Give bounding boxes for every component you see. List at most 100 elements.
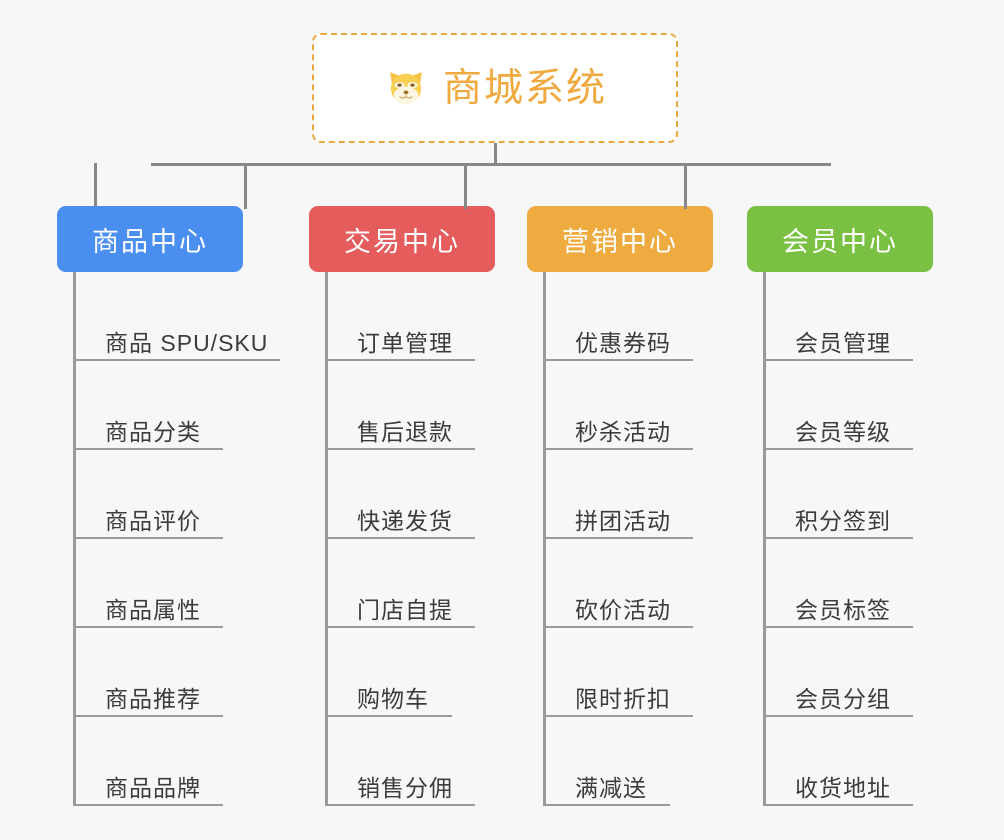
branch-spine	[325, 272, 328, 806]
leaf-item-label: 会员标签	[795, 596, 891, 623]
shiba-dog-face-icon	[383, 65, 429, 111]
branch-drop-connector	[684, 163, 687, 209]
leaf-item-underline	[543, 359, 693, 361]
leaf-item-underline	[543, 626, 693, 628]
leaf-item-underline	[73, 804, 223, 806]
leaf-item[interactable]: 满减送	[543, 717, 671, 806]
leaf-item[interactable]: 限时折扣	[543, 628, 693, 717]
leaf-item-underline	[325, 626, 475, 628]
leaf-item-label: 售后退款	[357, 418, 453, 445]
leaf-item-label: 限时折扣	[575, 685, 671, 712]
leaf-item[interactable]: 会员分组	[763, 628, 913, 717]
trunk-horizontal-connector	[151, 163, 831, 166]
leaf-item[interactable]: 砍价活动	[543, 539, 693, 628]
branch-drop-connector	[464, 163, 467, 209]
branch-drop-connector	[244, 163, 247, 209]
branch-column: 交易中心订单管理售后退款快递发货门店自提购物车销售分佣	[244, 163, 495, 806]
leaf-item-list: 会员管理会员等级积分签到会员标签会员分组收货地址	[763, 272, 913, 806]
leaf-item-label: 秒杀活动	[575, 418, 671, 445]
leaf-item-underline	[763, 359, 913, 361]
leaf-item-label: 优惠券码	[575, 329, 671, 356]
leaf-item-underline	[763, 537, 913, 539]
category-box[interactable]: 会员中心	[747, 206, 933, 272]
leaf-item[interactable]: 商品推荐	[73, 628, 268, 717]
branch-column: 商品中心商品 SPU/SKU 商品分类商品评价商品属性商品推荐商品品牌	[57, 163, 280, 806]
leaf-item-underline	[763, 804, 913, 806]
leaf-item-label: 商品 SPU/SKU	[105, 329, 269, 356]
leaf-item[interactable]: 商品评价	[73, 450, 268, 539]
leaf-item[interactable]: 收货地址	[763, 717, 913, 806]
leaf-item-underline	[325, 359, 475, 361]
leaf-item-list: 商品 SPU/SKU 商品分类商品评价商品属性商品推荐商品品牌	[73, 272, 280, 806]
leaf-item-label: 商品评价	[105, 507, 201, 534]
leaf-item-underline	[73, 359, 280, 361]
leaf-item[interactable]: 订单管理	[325, 272, 475, 361]
leaf-item-label: 商品品牌	[105, 774, 201, 801]
leaf-item-underline	[763, 715, 913, 717]
leaf-item-label: 积分签到	[795, 507, 891, 534]
leaf-item-underline	[543, 448, 693, 450]
branch-column: 会员中心会员管理会员等级积分签到会员标签会员分组收货地址	[684, 163, 933, 806]
category-label: 商品中心	[92, 226, 208, 257]
leaf-item[interactable]: 商品属性	[73, 539, 268, 628]
leaf-item[interactable]: 积分签到	[763, 450, 913, 539]
leaf-item-label: 门店自提	[357, 596, 453, 623]
category-box[interactable]: 商品中心	[57, 206, 243, 272]
leaf-item[interactable]: 会员等级	[763, 361, 913, 450]
leaf-item-label: 满减送	[575, 774, 647, 801]
category-box[interactable]: 营销中心	[527, 206, 713, 272]
leaf-item-label: 商品推荐	[105, 685, 201, 712]
root-title: 商城系统	[442, 66, 607, 110]
branch-drop-connector	[94, 163, 97, 209]
category-box[interactable]: 交易中心	[309, 206, 495, 272]
leaf-item-label: 会员等级	[795, 418, 891, 445]
branch-column: 营销中心优惠券码秒杀活动拼团活动砍价活动限时折扣满减送	[464, 163, 713, 806]
branch-spine	[73, 272, 76, 806]
leaf-item-list: 订单管理售后退款快递发货门店自提购物车销售分佣	[325, 272, 475, 806]
leaf-item-label: 购物车	[357, 685, 429, 712]
leaf-item[interactable]: 商品品牌	[73, 717, 268, 806]
leaf-item-underline	[73, 448, 223, 450]
leaf-item[interactable]: 商品 SPU/SKU	[73, 272, 280, 361]
category-label: 会员中心	[782, 226, 898, 257]
leaf-item[interactable]: 优惠券码	[543, 272, 693, 361]
leaf-item-list: 优惠券码秒杀活动拼团活动砍价活动限时折扣满减送	[543, 272, 693, 806]
leaf-item-underline	[763, 448, 913, 450]
leaf-item-label: 收货地址	[795, 774, 891, 801]
leaf-item-underline	[543, 804, 670, 806]
leaf-item[interactable]: 拼团活动	[543, 450, 693, 539]
leaf-item-underline	[73, 626, 223, 628]
leaf-item-underline	[73, 537, 223, 539]
branch-spine	[543, 272, 546, 806]
root-stem-connector	[494, 143, 497, 165]
leaf-item[interactable]: 售后退款	[325, 361, 475, 450]
leaf-item-underline	[325, 715, 452, 717]
leaf-item-underline	[543, 715, 693, 717]
leaf-item-label: 拼团活动	[575, 507, 671, 534]
leaf-item-label: 商品属性	[105, 596, 201, 623]
leaf-item[interactable]: 购物车	[325, 628, 453, 717]
leaf-item-underline	[763, 626, 913, 628]
leaf-item[interactable]: 秒杀活动	[543, 361, 693, 450]
root-node[interactable]: 商城系统	[312, 33, 678, 143]
leaf-item-label: 砍价活动	[575, 596, 671, 623]
leaf-item[interactable]: 快递发货	[325, 450, 475, 539]
leaf-item-label: 会员管理	[795, 329, 891, 356]
leaf-item-underline	[543, 537, 693, 539]
leaf-item[interactable]: 商品分类	[73, 361, 268, 450]
leaf-item-underline	[325, 804, 475, 806]
leaf-item[interactable]: 会员管理	[763, 272, 913, 361]
leaf-item-label: 商品分类	[105, 418, 201, 445]
leaf-item-label: 会员分组	[795, 685, 891, 712]
branch-spine	[763, 272, 766, 806]
category-label: 交易中心	[344, 226, 460, 257]
leaf-item-label: 销售分佣	[357, 774, 453, 801]
leaf-item[interactable]: 销售分佣	[325, 717, 475, 806]
leaf-item-label: 订单管理	[357, 329, 453, 356]
leaf-item-label: 快递发货	[357, 507, 453, 534]
leaf-item-underline	[325, 537, 475, 539]
leaf-item[interactable]: 门店自提	[325, 539, 475, 628]
leaf-item[interactable]: 会员标签	[763, 539, 913, 628]
category-label: 营销中心	[562, 226, 678, 257]
